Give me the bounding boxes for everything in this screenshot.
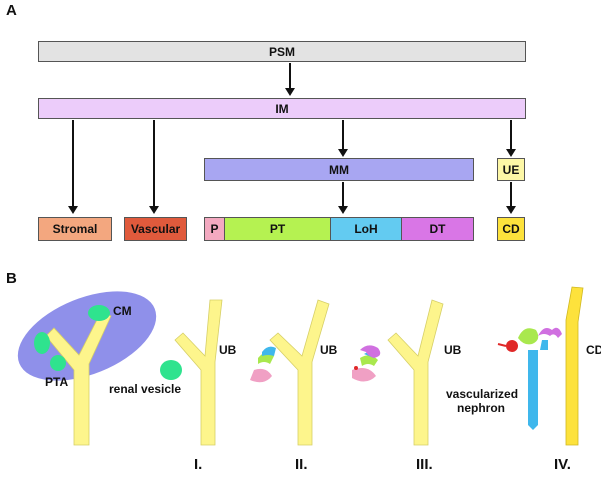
ureteric-bud-2 [269, 299, 330, 446]
distal-tubule-segment [538, 327, 562, 338]
renal-vesicle-label: renal vesicle [109, 382, 182, 396]
afferent-vessel [497, 343, 507, 347]
cd-label-b: CD [586, 343, 601, 357]
capillary-loop-magenta [360, 345, 381, 358]
panel-b-letter: B [6, 270, 17, 287]
ureteric-bud-1 [174, 299, 223, 446]
pta-label: PTA [45, 375, 69, 389]
panel-a-letter: A [6, 2, 17, 19]
collecting-duct [565, 286, 584, 446]
arrow-ue-to-cd [506, 182, 516, 214]
ue-box: UE [497, 158, 525, 181]
stage-label-2: II. [295, 456, 308, 473]
stage-label-4: IV. [554, 456, 571, 473]
nephron-label: nephron [457, 401, 505, 415]
pretubular-aggregate [50, 355, 66, 371]
arrow-im-to-mm [338, 120, 348, 157]
mm-box: MM [204, 158, 474, 181]
capillary-loop-green [360, 355, 378, 366]
vascularized-label: vascularized [446, 387, 519, 401]
s-shaped-body-blue [262, 346, 276, 356]
cap-mesenchyme-right [88, 305, 110, 321]
stage-label-1: I. [194, 456, 203, 473]
arrow-im-to-stromal [68, 120, 78, 214]
s-shaped-body-pink [250, 368, 272, 383]
cap-mesenchyme-left [34, 332, 50, 354]
pt-box: PT [224, 217, 331, 241]
ureteric-bud-3 [387, 299, 444, 446]
vascular-box: Vascular [124, 217, 187, 241]
ub-label-1: UB [219, 343, 237, 357]
loop-of-henle [528, 350, 538, 430]
ureteric-bud-0 [45, 311, 112, 446]
stromal-box: Stromal [38, 217, 112, 241]
stage-label-3: III. [416, 456, 433, 473]
cm-label: CM [113, 304, 132, 318]
dt-box: DT [401, 217, 474, 241]
glomerulus [506, 340, 518, 352]
renal-vesicle-shape [160, 360, 182, 380]
arrow-im-to-ue [506, 120, 516, 157]
arrow-mm-to-loh [338, 182, 348, 214]
ub-label-3: UB [444, 343, 462, 357]
arrow-im-to-vascular [149, 120, 159, 214]
proximal-tubule-segment [518, 328, 539, 345]
ub-label-2: UB [320, 343, 338, 357]
connecting-tubule [540, 340, 548, 350]
im-box: IM [38, 98, 526, 119]
capillary-dot [354, 366, 358, 370]
psm-box: PSM [38, 41, 526, 62]
cd-box: CD [497, 217, 525, 241]
arrow-psm-to-im [285, 63, 295, 96]
capillary-loop-pink [352, 368, 376, 382]
loh-box: LoH [330, 217, 402, 241]
